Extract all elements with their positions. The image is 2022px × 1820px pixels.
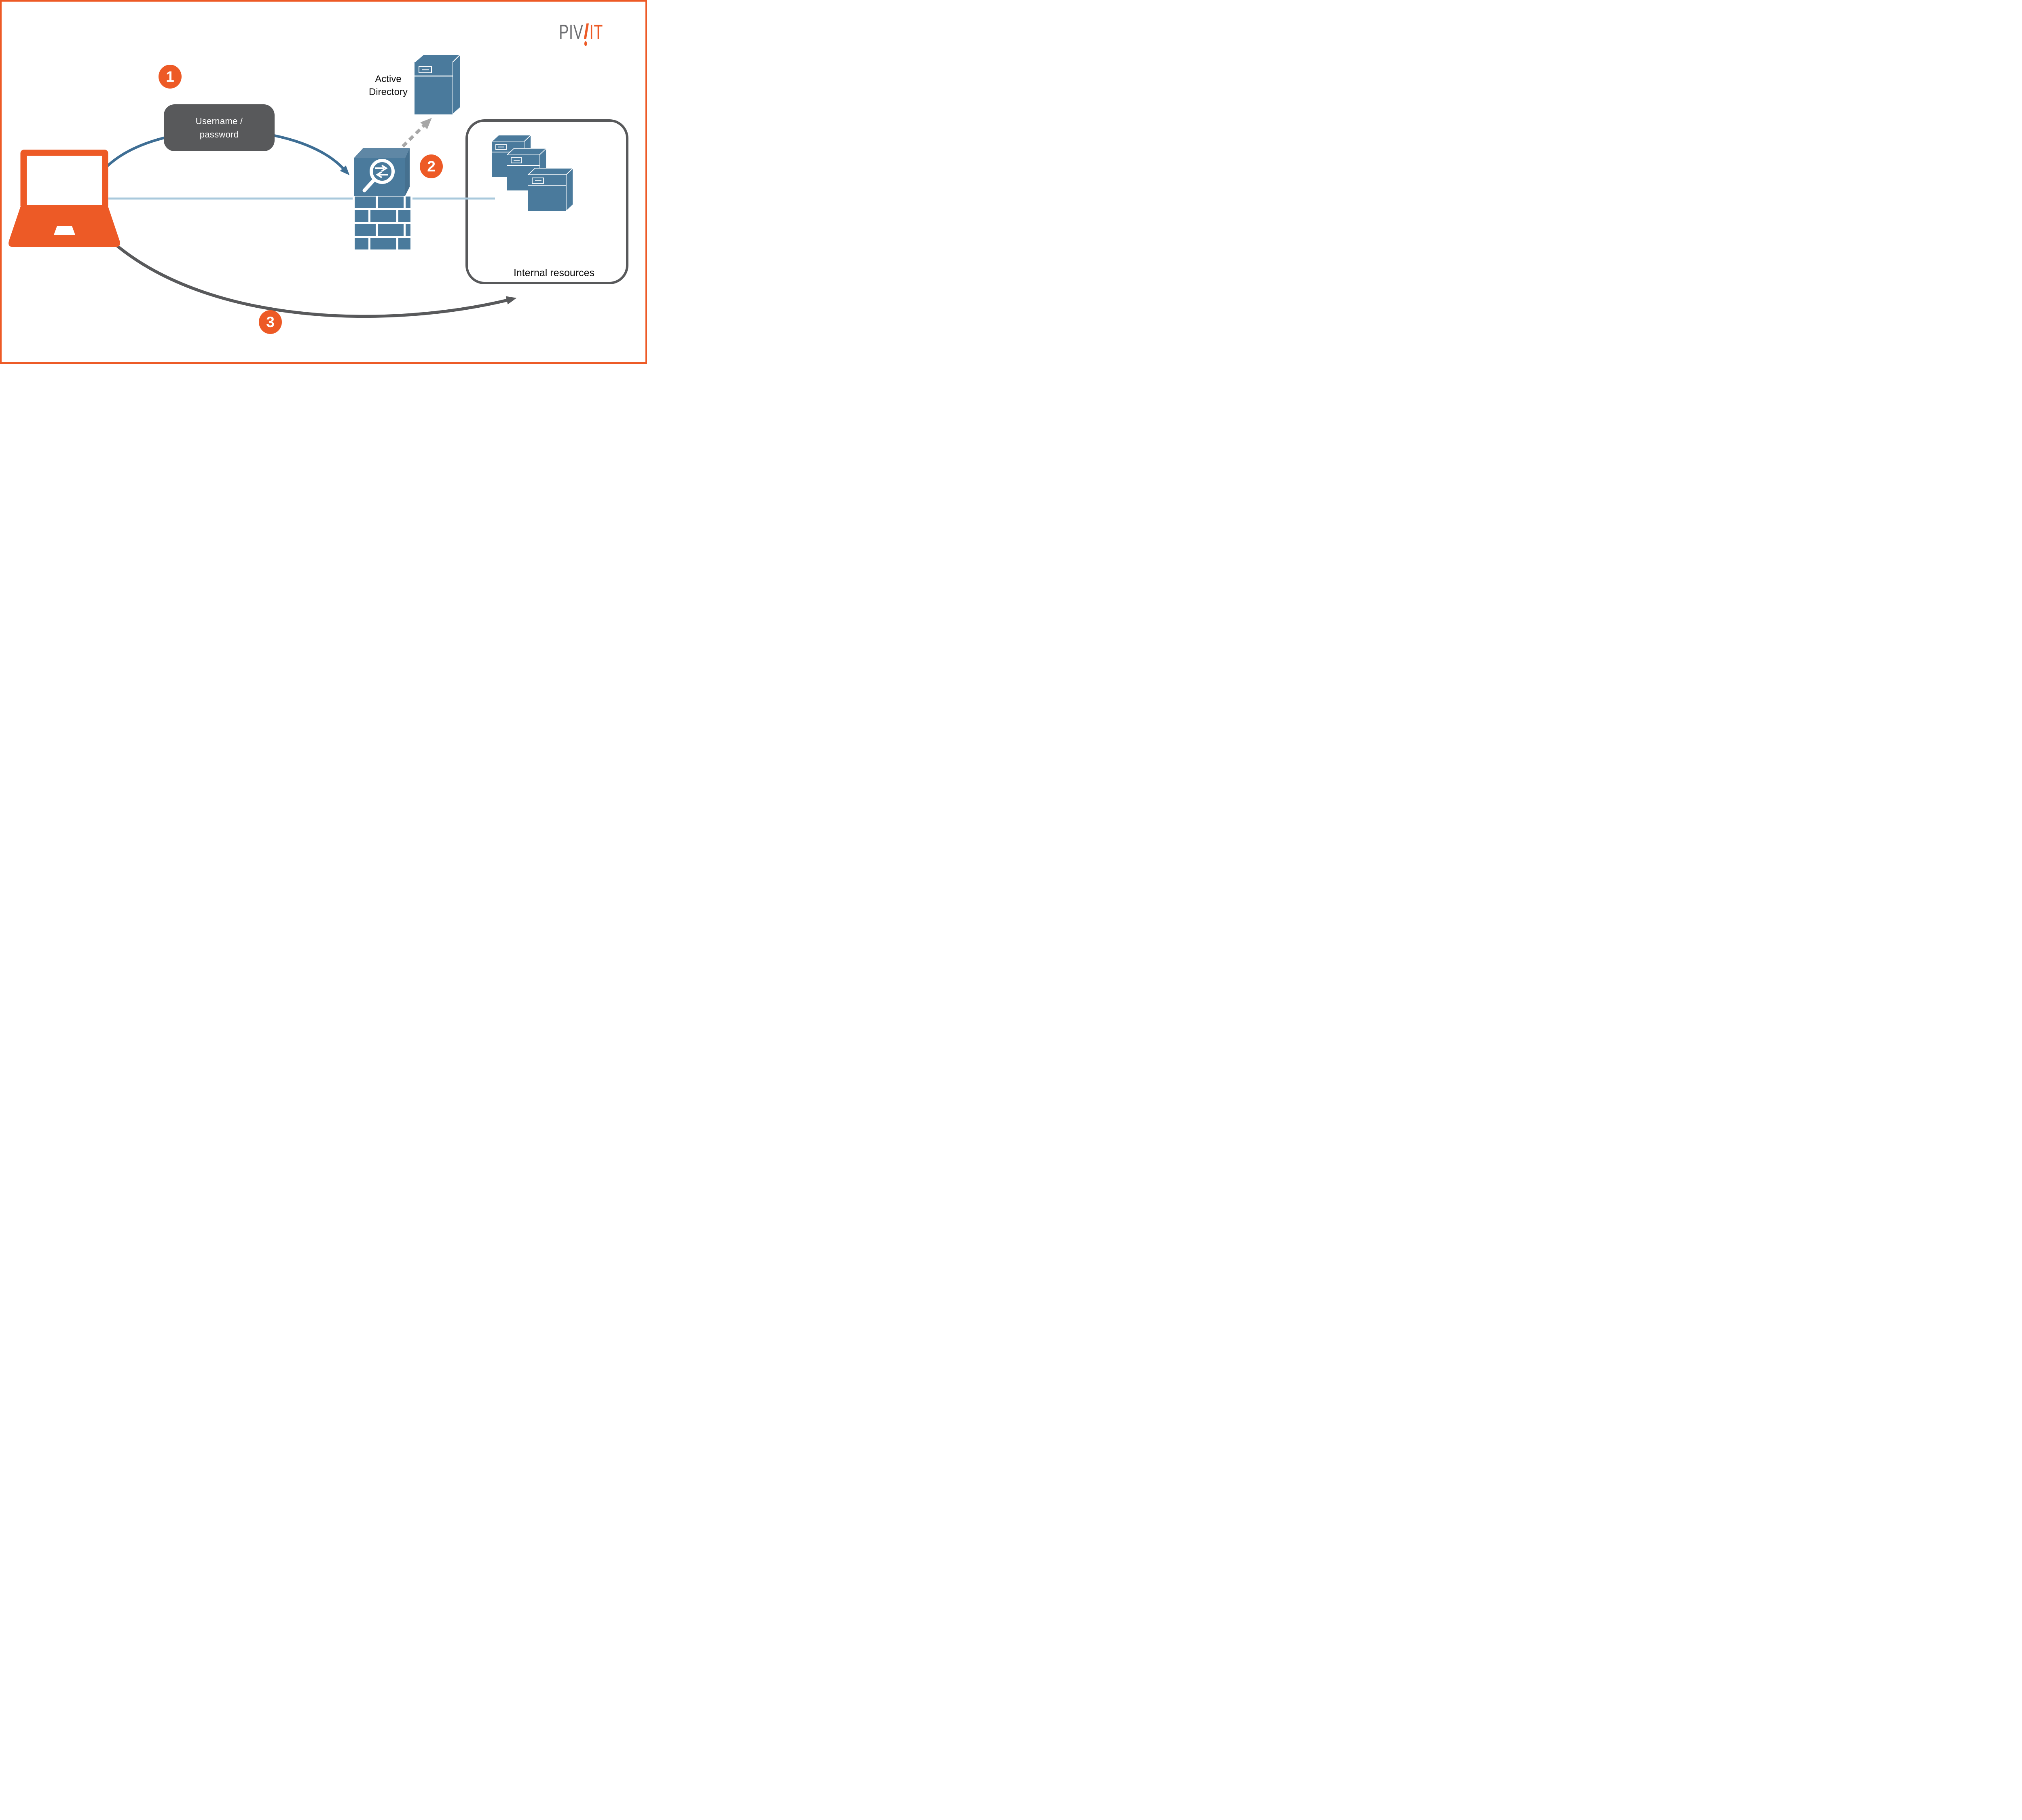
credentials-line1: Username / <box>195 116 243 126</box>
logo-slash-dot <box>584 41 587 46</box>
step-number-1: 1 <box>166 68 174 85</box>
pivit-logo: PIV IT <box>559 22 603 46</box>
active-directory-label-line2: Directory <box>368 86 408 97</box>
arrow-access <box>114 243 517 318</box>
credentials-box: Username / password <box>164 104 275 151</box>
step-number-3: 3 <box>266 313 275 330</box>
internal-resources-label: Internal resources <box>513 267 595 279</box>
logo-slash-bar <box>584 23 589 39</box>
logo-text-orange: IT <box>589 21 603 43</box>
step-number-2: 2 <box>427 158 436 175</box>
diagram-canvas: PIV IT 1 2 3 Username / password Active … <box>0 0 647 364</box>
laptop-icon <box>8 150 120 247</box>
firewall-icon <box>353 148 412 252</box>
resource-server-icon-3 <box>527 167 574 212</box>
step-badge-3: 3 <box>259 310 282 334</box>
arrow-auth-dashed <box>402 118 432 148</box>
active-directory-label-line1: Active <box>375 74 402 85</box>
firewall-bricks <box>355 197 410 249</box>
active-directory-server-icon <box>413 53 461 116</box>
logo-text-gray: PIV <box>559 21 584 43</box>
logo-slash-icon <box>584 22 589 46</box>
active-directory-label: Active Directory <box>356 73 421 99</box>
diagram-shapes <box>8 53 628 318</box>
step-badge-1: 1 <box>159 65 182 89</box>
step-badge-2: 2 <box>420 154 443 178</box>
inspection-magnifier-icon <box>362 159 395 192</box>
credentials-line2: password <box>199 129 239 140</box>
